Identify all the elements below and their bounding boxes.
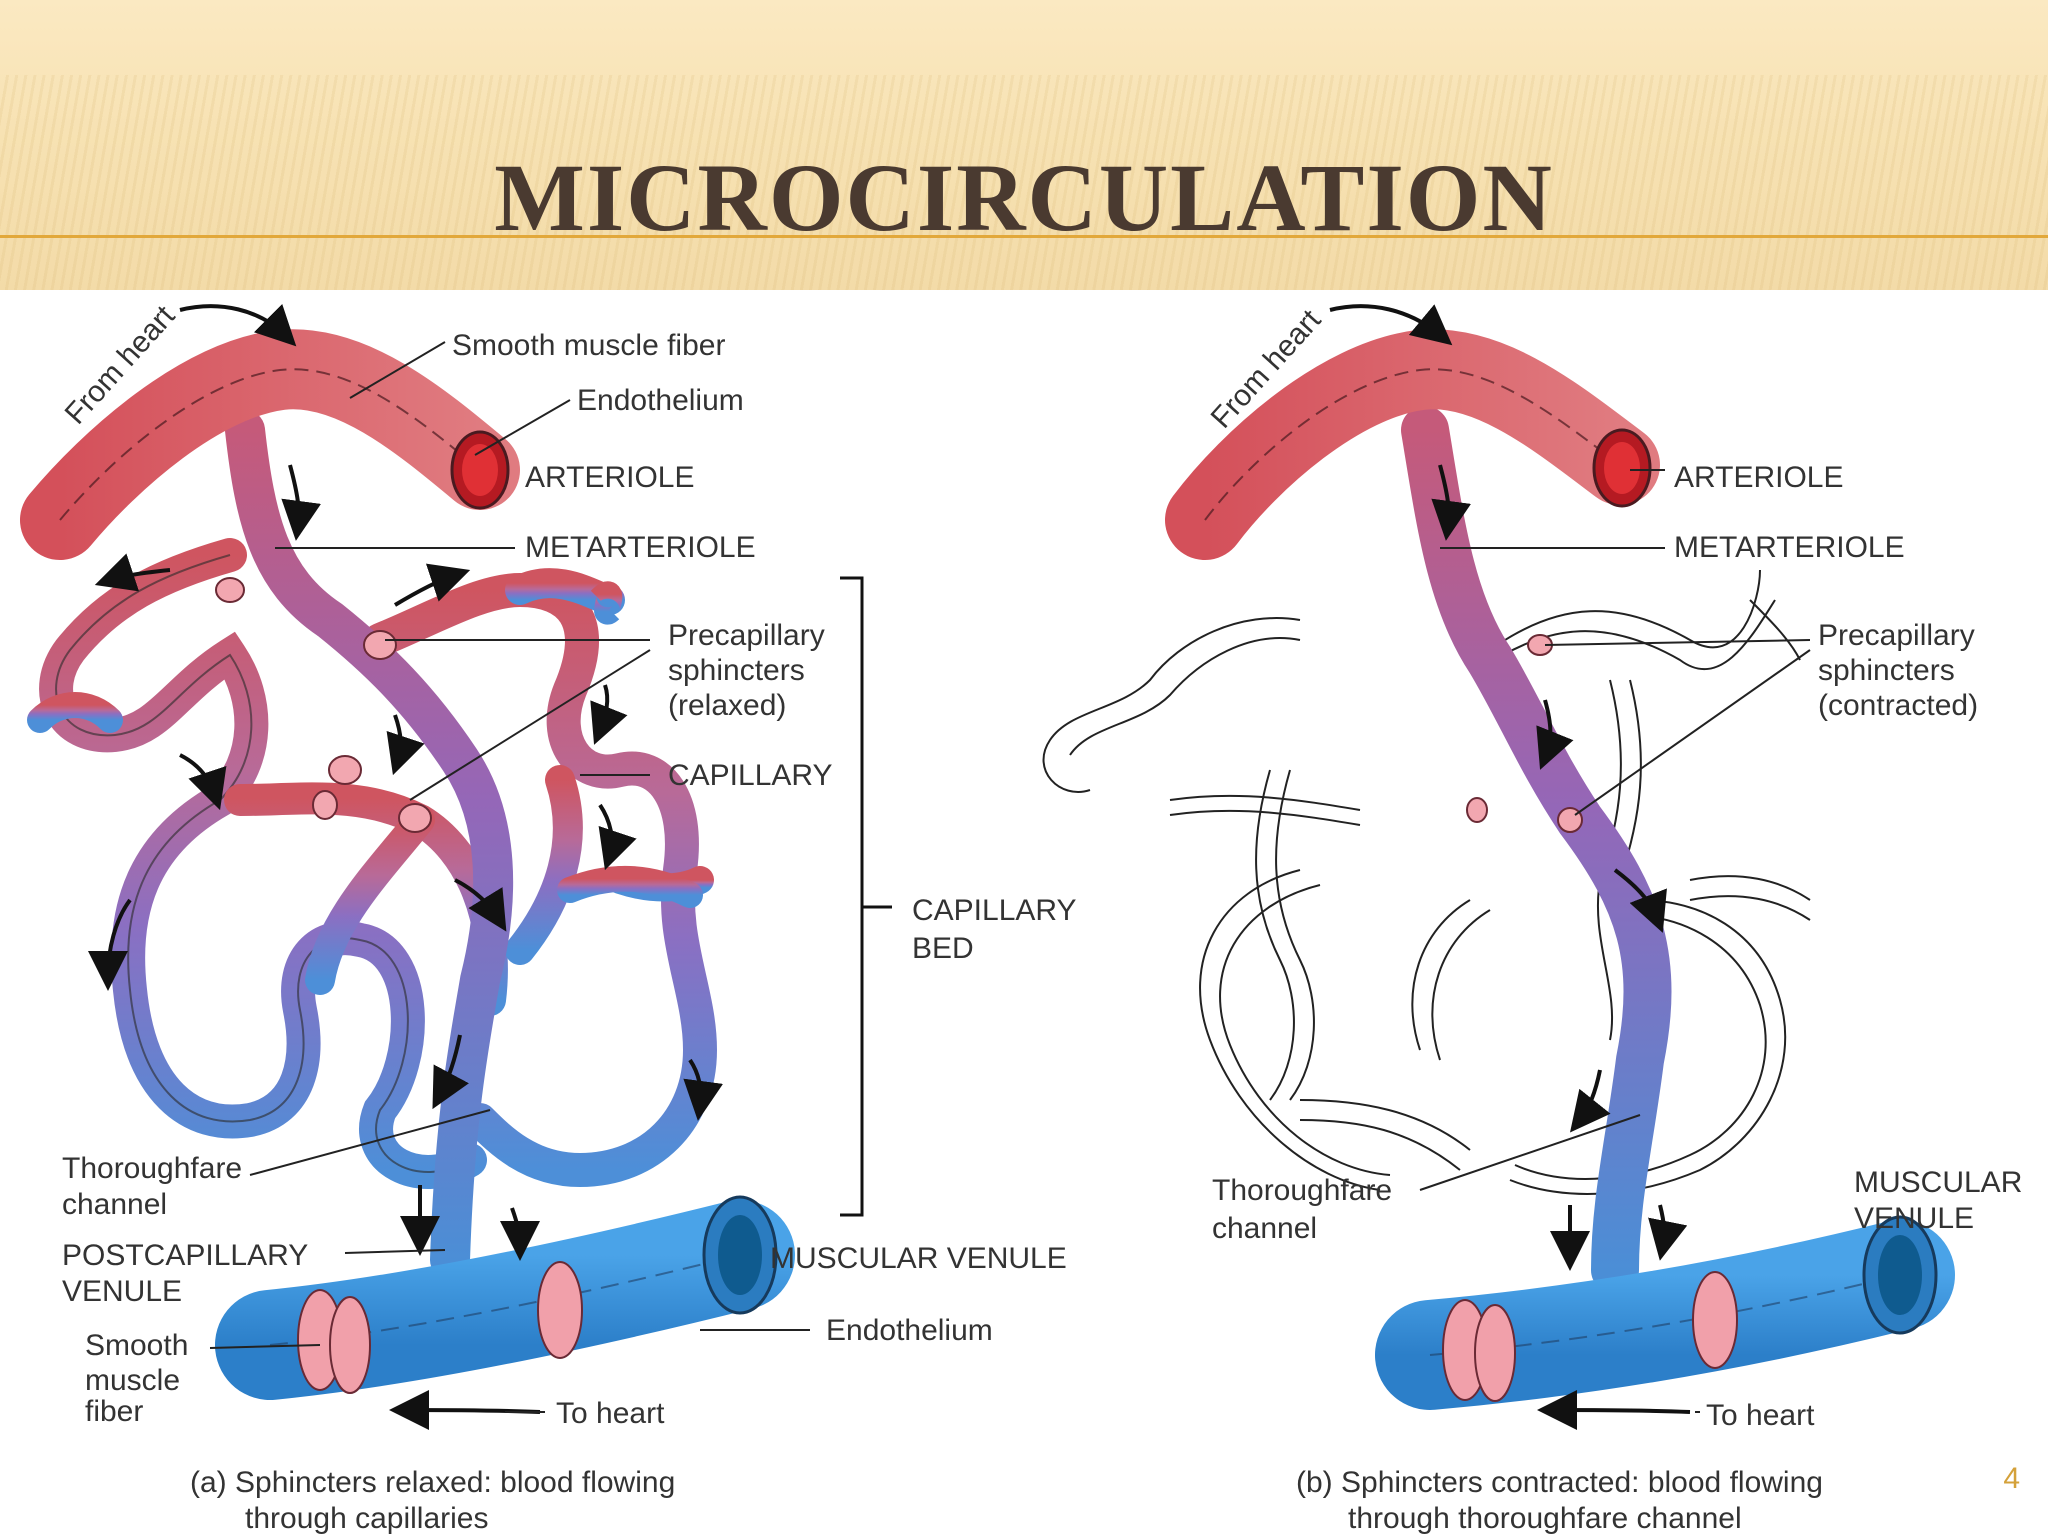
leader-lines-a	[209, 341, 810, 1413]
capillary-label-a: CAPILLARY	[668, 759, 833, 792]
muscular-venule-label-b-2: VENULE	[1854, 1202, 1974, 1235]
capillary-bed-bracket	[840, 576, 892, 1217]
title-banner-texture	[0, 75, 2048, 290]
page-number: 4	[2003, 1462, 2020, 1495]
arteriole-b	[1165, 329, 1660, 560]
thoroughfare-label-b-1: Thoroughfare	[1212, 1174, 1392, 1207]
panel-a: From heart Smooth muscle fiber Endotheli…	[20, 299, 1077, 1535]
arteriole-label-b: ARTERIOLE	[1674, 461, 1844, 494]
postcapillary-label-2: VENULE	[62, 1275, 182, 1308]
endothelium-bottom-label-a: Endothelium	[826, 1314, 993, 1347]
caption-b-line1: (b) Sphincters contracted: blood flowing	[1296, 1466, 1823, 1499]
arteriole-a	[20, 329, 520, 560]
caption-a-line1: (a) Sphincters relaxed: blood flowing	[190, 1466, 675, 1499]
title-underline	[0, 235, 2048, 238]
metarteriole-label-a: METARTERIOLE	[525, 531, 756, 564]
smooth-muscle-label-a-1: Smooth	[85, 1329, 188, 1362]
muscular-venule-b	[1375, 1215, 1955, 1410]
arteriole-label-a: ARTERIOLE	[525, 461, 695, 494]
thoroughfare-channel-b	[1401, 406, 1672, 1294]
capillary-network-a	[27, 538, 718, 1189]
flow-arrows-b	[1329, 304, 1691, 1431]
precapillary-label-a-3: (relaxed)	[668, 689, 786, 722]
precapillary-sphincters-b	[1466, 634, 1583, 833]
title-banner	[0, 0, 2048, 290]
endothelium-top-label-a: Endothelium	[577, 384, 744, 417]
precapillary-label-b-3: (contracted)	[1818, 689, 1978, 722]
muscular-venule-a	[215, 1195, 795, 1400]
thoroughfare-label-b-2: channel	[1212, 1212, 1317, 1245]
panel-b: From heart ARTERIOLE METARTERIOLE Precap…	[1042, 303, 2022, 1535]
smooth-muscle-fiber-label-a: Smooth muscle fiber	[452, 329, 725, 362]
precapillary-label-a-1: Precapillary	[668, 619, 825, 652]
capillary-bed-label-1: CAPILLARY	[912, 894, 1077, 927]
slide-title: MICROCIRCULATION	[494, 144, 1554, 251]
precapillary-label-a-2: sphincters	[668, 654, 805, 687]
metarteriole-a	[225, 410, 514, 1280]
precapillary-label-b-1: Precapillary	[1818, 619, 1975, 652]
to-heart-label-b: To heart	[1706, 1399, 1815, 1432]
precapillary-sphincters-a	[215, 577, 432, 833]
to-heart-label-a: To heart	[556, 1397, 665, 1430]
caption-a-line2: through capillaries	[245, 1502, 488, 1535]
muscular-venule-label-a: MUSCULAR VENULE	[770, 1242, 1067, 1275]
precapillary-label-b-2: sphincters	[1818, 654, 1955, 687]
metarteriole-label-b: METARTERIOLE	[1674, 531, 1905, 564]
thoroughfare-label-a-2: channel	[62, 1188, 167, 1221]
muscular-venule-label-b-1: MUSCULAR	[1854, 1166, 2022, 1199]
smooth-muscle-label-a-3: fiber	[85, 1395, 143, 1428]
caption-b-line2: through thoroughfare channel	[1348, 1502, 1742, 1535]
thoroughfare-label-a-1: Thoroughfare	[62, 1152, 242, 1185]
leader-lines-b	[1419, 469, 1811, 1413]
smooth-muscle-label-a-2: muscle	[85, 1364, 180, 1397]
capillary-network-b	[1042, 569, 1811, 1195]
capillary-bed-label-2: BED	[912, 932, 974, 965]
postcapillary-label-1: POSTCAPILLARY	[62, 1239, 308, 1272]
